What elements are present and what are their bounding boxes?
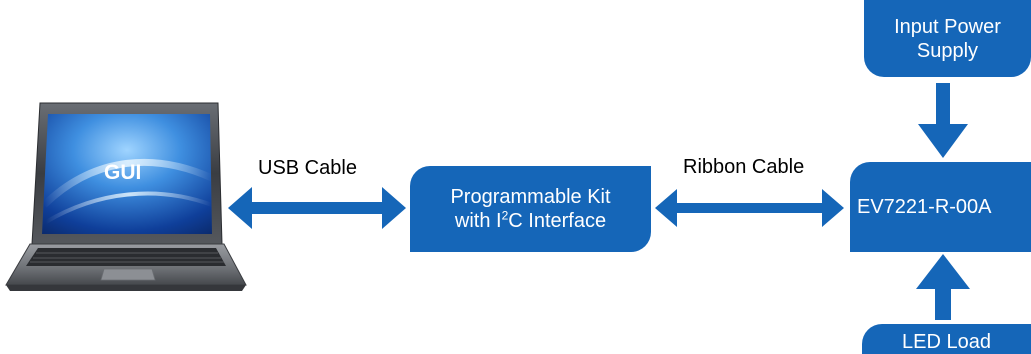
- programmable-kit-block: Programmable Kit with I2C Interface: [410, 166, 651, 252]
- programmable-kit-line1: Programmable Kit: [450, 186, 611, 208]
- usb-cable-arrow: [228, 187, 406, 229]
- evaluation-board-label: EV7221-R-00A: [857, 196, 992, 218]
- ribbon-cable-arrow: [655, 189, 844, 227]
- laptop-icon: [5, 102, 247, 291]
- ribbon-cable-label: Ribbon Cable: [683, 156, 805, 178]
- input-power-supply-block: Input Power Supply: [864, 0, 1031, 77]
- load-up-arrow: [916, 254, 970, 320]
- power-down-arrow: [918, 83, 968, 158]
- led-load-label: LED Load: [902, 331, 991, 353]
- led-load-block: LED Load: [862, 324, 1031, 354]
- evaluation-board-block: EV7221-R-00A: [850, 162, 1031, 252]
- programmable-kit-line2: with I2C Interface: [454, 208, 607, 232]
- laptop-screen-label: GUI: [104, 161, 142, 184]
- input-power-line2: Supply: [916, 39, 979, 62]
- input-power-line1: Input Power: [894, 15, 1001, 38]
- usb-cable-label: USB Cable: [258, 157, 357, 179]
